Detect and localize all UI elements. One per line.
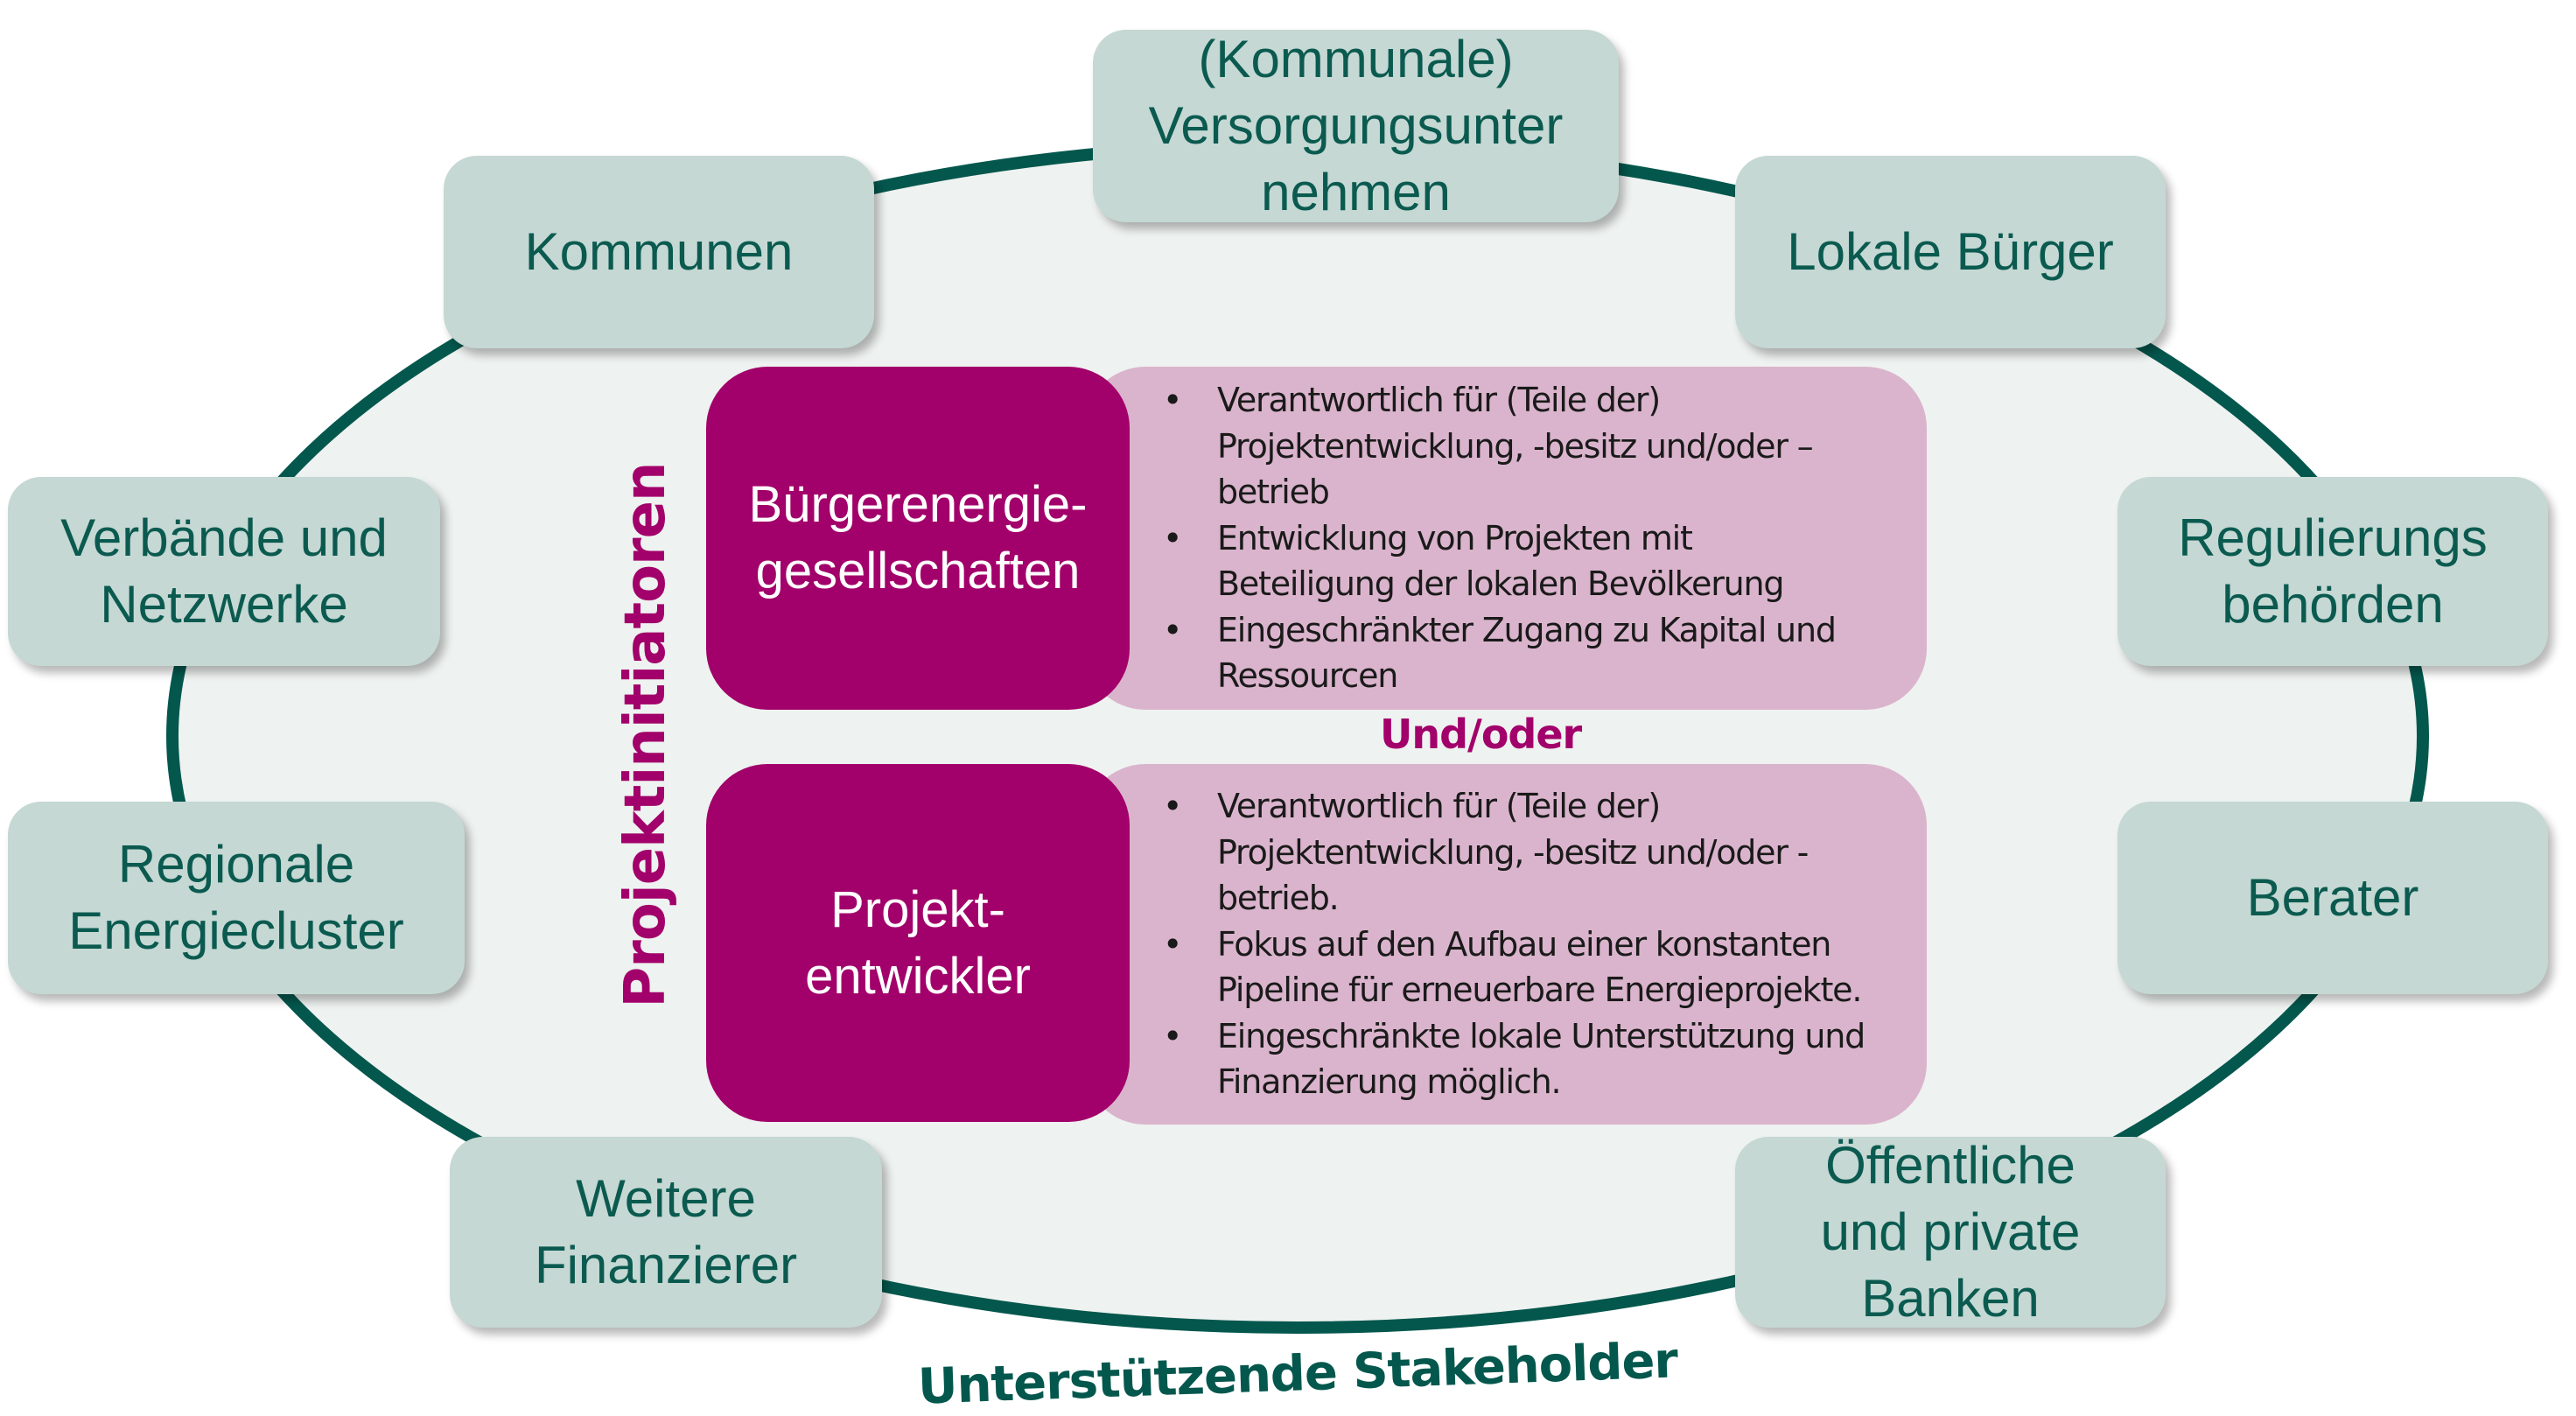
- bullet-item: Fokus auf den Aufbau einer konstanten Pi…: [1163, 922, 1874, 1013]
- initiator-buergerenergie-details: Verantwortlich für (Teile der) Projekten…: [1084, 367, 1927, 710]
- bullet-item: Eingeschränkter Zugang zu Kapital und Re…: [1163, 607, 1874, 699]
- stakeholder-kommunen: Kommunen: [444, 156, 874, 348]
- stakeholder-versorgungsunternehmen: (Kommunale) Versorgungsunter nehmen: [1093, 30, 1619, 222]
- stakeholder-verbaende: Verbände und Netzwerke: [8, 477, 440, 666]
- bullet-item: Entwicklung von Projekten mit Beteiligun…: [1163, 515, 1874, 607]
- stakeholder-regulierungsbehoerden: Regulierungs behörden: [2118, 477, 2548, 666]
- initiator-projektentwickler: Projekt- entwickler: [706, 764, 1130, 1122]
- initiator-buergerenergie: Bürgerenergie- gesellschaften: [706, 367, 1130, 710]
- stakeholder-berater: Berater: [2118, 802, 2548, 994]
- bullet-item: Verantwortlich für (Teile der) Projekten…: [1163, 783, 1874, 922]
- bullet-item: Eingeschränkte lokale Unterstützung und …: [1163, 1013, 1874, 1105]
- initiator-projektentwickler-details: Verantwortlich für (Teile der) Projekten…: [1084, 764, 1927, 1125]
- bullet-item: Verantwortlich für (Teile der) Projekten…: [1163, 377, 1874, 515]
- stakeholder-banken: Öffentliche und private Banken: [1735, 1136, 2166, 1328]
- stakeholder-energiecluster: Regionale Energiecluster: [8, 802, 465, 994]
- initiators-label: Projektinitiatoren: [613, 462, 678, 1008]
- stakeholder-weitere-finanzierer: Weitere Finanzierer: [450, 1137, 882, 1328]
- connector-label: Und/oder: [1380, 711, 1582, 758]
- stakeholder-lokale-buerger: Lokale Bürger: [1735, 156, 2166, 348]
